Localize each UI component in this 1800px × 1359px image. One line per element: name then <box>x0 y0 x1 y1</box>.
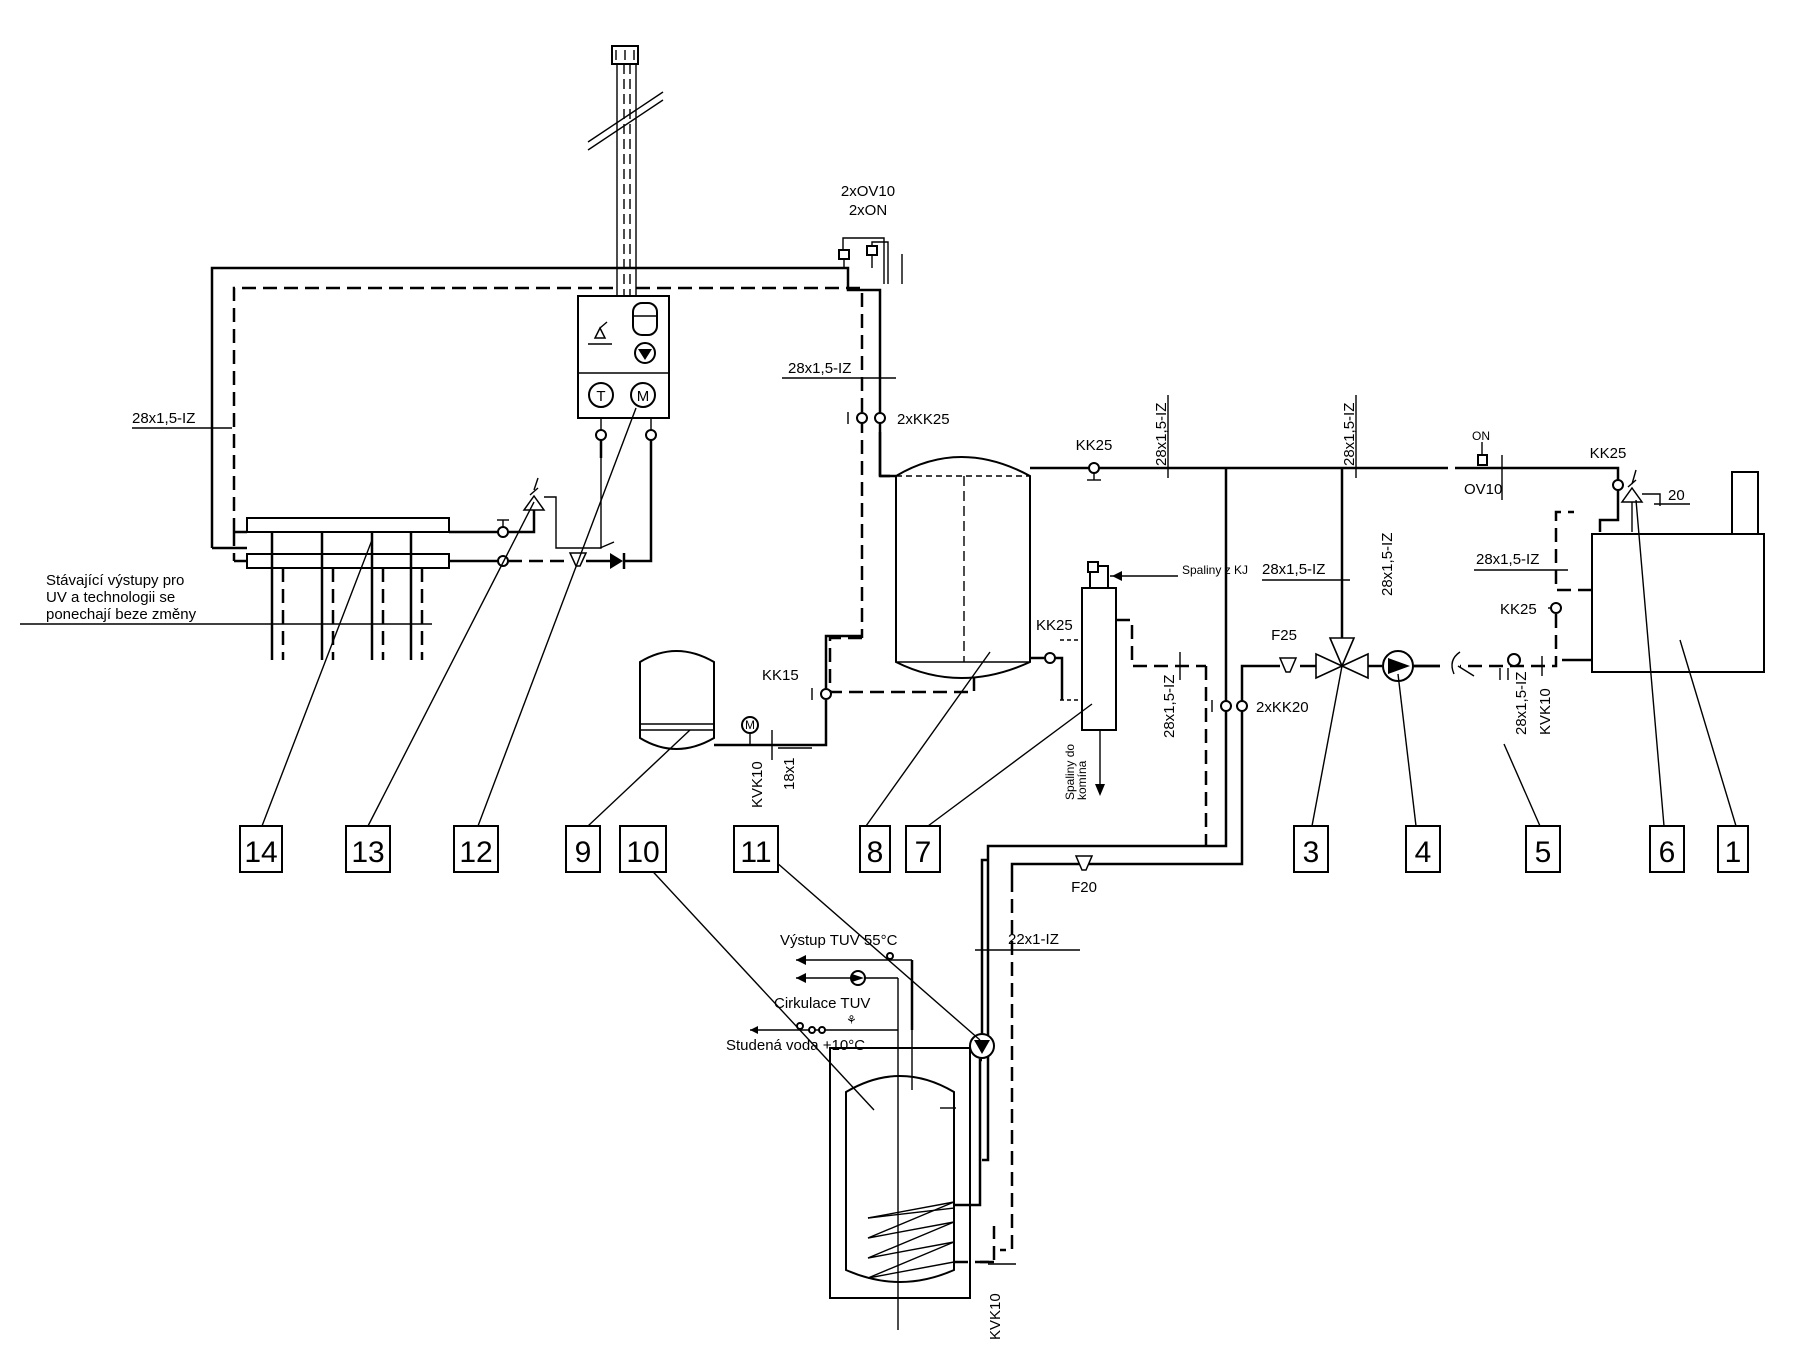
label-pipe-28-v2: 28x1,5-IZ <box>1341 403 1358 466</box>
label-pipe-28-v3: 28x1,5-IZ <box>1379 533 1396 596</box>
label-pipe-28-v5: 28x1,5-IZ <box>1513 672 1530 735</box>
label-spaliny-do-2: komína <box>1075 760 1089 800</box>
svg-text:⚘: ⚘ <box>846 1013 857 1027</box>
label-ov10-right: OV10 <box>1464 481 1502 498</box>
label-tuv-out: Výstup TUV 55°C <box>780 932 898 949</box>
check-valve-icon <box>599 541 626 569</box>
manometer-symbol: M <box>637 388 650 405</box>
safety-valve-icon <box>588 321 612 345</box>
label-pipe-28-v4: 28x1,5-IZ <box>1161 675 1178 738</box>
label-kk25-double: 2xKK25 <box>897 411 950 428</box>
label-outputs-line2: UV a technologii se <box>46 589 175 606</box>
tuv-lines: Výstup TUV 55°C Cirkulace TUV ⚘ Studená … <box>726 932 914 1054</box>
pump-icon <box>969 1000 995 1059</box>
label-kk20-double: 2xKK20 <box>1256 699 1309 716</box>
boiler-unit-icon: 28x1,5-IZ KK25 KVK10 28x1,5-IZ <box>1460 471 1765 735</box>
callout-5: 5 <box>1535 836 1552 869</box>
label-kvk10-left: KVK10 <box>749 761 766 808</box>
label-pipe-28-left: 28x1,5-IZ <box>132 410 195 427</box>
wall-boiler-unit: T M <box>577 295 670 441</box>
thermometer-symbol: T <box>596 388 605 405</box>
label-ov-top: 2xOV10 <box>841 183 895 200</box>
label-pipe-28-v1: 28x1,5-IZ <box>1153 403 1170 466</box>
callout-8: 8 <box>867 836 884 869</box>
chimney <box>587 45 664 296</box>
label-kk15: KK15 <box>762 667 799 684</box>
callout-3: 3 <box>1303 836 1320 869</box>
distribution-manifold: Stávající výstupy pro UV a technologii s… <box>20 517 450 660</box>
label-num-20: 20 <box>1668 487 1685 504</box>
tank-outlet: KK25 <box>1030 617 1073 700</box>
label-f25: F25 <box>1271 627 1297 644</box>
label-kvk10-bottom: KVK10 <box>987 1293 1004 1340</box>
callout-7: 7 <box>915 836 932 869</box>
pipe-labels-top: 28x1,5-IZ 28x1,5-IZ 2xKK25 <box>132 360 950 429</box>
flue-gas-exchanger: Spaliny z KJ Spaliny do komína 28x1,5-IZ <box>1060 561 1248 846</box>
label-outputs-line1: Stávající výstupy pro <box>46 572 184 589</box>
leader-lines <box>261 407 1737 1111</box>
boiler-manifold-connection <box>449 440 653 569</box>
callout-11: 11 <box>740 836 771 869</box>
label-outputs-line3: ponechají beze změny <box>46 606 197 623</box>
label-circ-tuv: Cirkulace TUV <box>774 995 870 1012</box>
hot-water-tank: KVK10 <box>829 1030 1016 1340</box>
safety-valve-icon <box>1620 469 1644 503</box>
callout-13: 13 <box>351 836 384 869</box>
filter-icon <box>1278 657 1298 673</box>
label-kk25-boiler: KK25 <box>1500 601 1537 618</box>
motor-valve-icon: M <box>745 718 755 732</box>
label-pipe-28-center: 28x1,5-IZ <box>788 360 851 377</box>
callout-9: 9 <box>575 836 592 869</box>
callout-6: 6 <box>1659 836 1676 869</box>
label-cold-water: Studená voda +10°C <box>726 1037 865 1054</box>
safety-valve-icon <box>522 477 546 511</box>
callout-14: 14 <box>244 836 277 869</box>
accumulation-tank <box>880 456 1031 679</box>
label-spaliny-kj: Spaliny z KJ <box>1182 563 1248 577</box>
callout-10: 10 <box>626 836 659 869</box>
label-pipe-22: 22x1-IZ <box>1008 931 1059 948</box>
label-spaliny-do-1: Spaliny do <box>1063 744 1077 800</box>
mixing-circuit: 28x1,5-IZ 28x1,5-IZ F25 2xKK20 <box>982 468 1440 1252</box>
label-kk25-right: KK25 <box>1590 445 1627 462</box>
pump-icon <box>1382 650 1414 682</box>
top-supply-line: KK25 28x1,5-IZ 28x1,5-IZ ON OV10 KK25 20 <box>1030 395 1690 532</box>
label-pipe-28-boiler: 28x1,5-IZ <box>1476 551 1539 568</box>
label-f20: F20 <box>1071 879 1097 896</box>
filter-icon <box>1074 855 1094 871</box>
label-pipe-18: 18x1 <box>781 757 798 790</box>
label-pipe-28-mid: 28x1,5-IZ <box>1262 561 1325 578</box>
label-on-top: 2xON <box>849 202 887 219</box>
label-kk25-tank: KK25 <box>1036 617 1073 634</box>
label-kk25-top: KK25 <box>1076 437 1113 454</box>
expansion-vessel-icon: M KK15 KVK10 18x1 <box>639 634 862 808</box>
callout-4: 4 <box>1415 836 1432 869</box>
air-vents-top: 2xOV10 2xON <box>838 183 903 284</box>
label-kvk10-right: KVK10 <box>1537 688 1554 735</box>
three-way-valve-icon <box>1315 637 1369 680</box>
callout-12: 12 <box>459 836 492 869</box>
callout-1: 1 <box>1725 836 1742 869</box>
label-on-right: ON <box>1472 429 1490 443</box>
callout-boxes: 14 13 12 9 10 11 8 7 3 4 5 6 1 <box>239 825 1749 873</box>
